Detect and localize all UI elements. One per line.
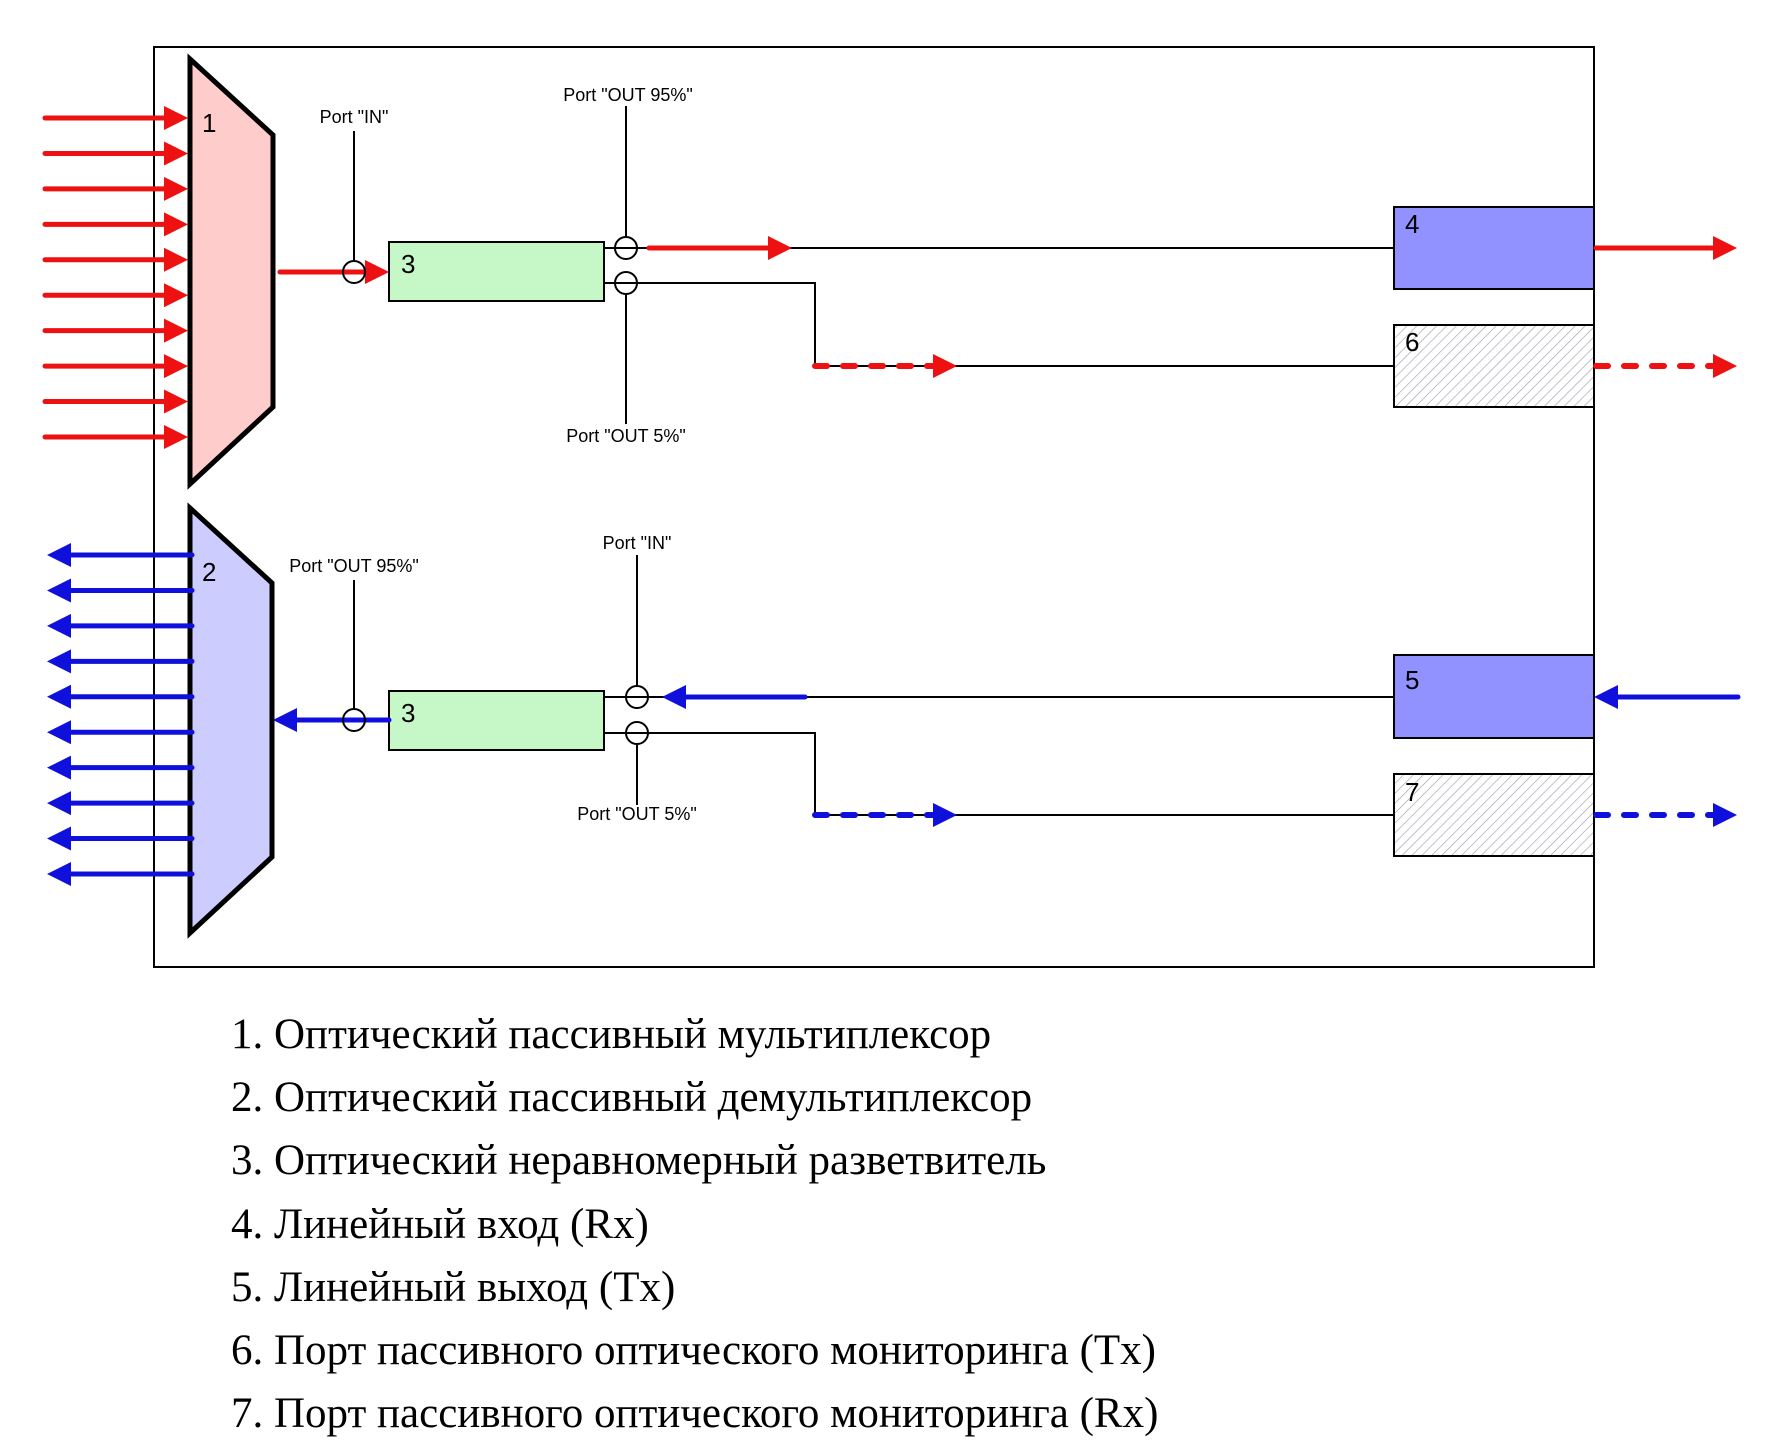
mux-input-channel-arrowhead [164,425,188,449]
demux-output-channel-arrowhead [47,755,71,780]
mux-input-channel-arrowhead [164,141,188,166]
rx-splitter-label: 3 [401,698,415,728]
demux-output-channel-arrowhead [47,826,71,851]
monitor-rx-port [1393,773,1595,857]
mux-input-channel-arrowhead [164,283,188,308]
demux-output-channel-arrowhead [47,684,71,709]
monitor-tx-port [1393,324,1595,408]
rx-port-in-label: Port "IN" [603,533,672,553]
demux-output-channel-arrowhead [47,543,71,567]
legend-item: 5. Линейный выход (Tx) [231,1263,676,1311]
line-in-label: 4 [1405,209,1419,239]
mux-input-channel-arrowhead [164,318,188,343]
rx-splitter-tap-out-arrowhead [933,803,957,827]
legend-item: 4. Линейный вход (Rx) [231,1200,649,1248]
rx-splitter-to-demux-arrowhead [273,708,297,732]
tx-port-out5-label: Port "OUT 5%" [566,426,685,446]
mux-input-channel-arrowhead [164,176,188,201]
demux-output-channel-arrowhead [47,613,71,638]
rx-splitter-out95-port [342,708,366,732]
demux-output-channel-arrowhead [47,649,71,674]
demux-label: 2 [202,557,216,587]
optical-module-diagram: 1 2 3 3 4 6 5 7 Port "IN" Port "OUT 95%"… [42,46,1741,968]
mux-input-channel-arrowhead [164,354,188,379]
monitor-rx-label: 7 [1405,777,1419,807]
monitor-rx-out-arrowhead [1713,803,1737,827]
tx-splitter-label: 3 [401,249,415,279]
mux-input-channel-arrowhead [164,106,188,130]
port-connectors [342,236,649,745]
line-out-port [1393,654,1595,739]
tx-splitter-out95-port [614,236,638,260]
splitter-main-out-arrowhead [768,236,792,260]
splitter-tap-out-arrowhead [933,354,957,378]
line-in-out-arrowhead [1713,236,1737,260]
demux-output-channel-arrowhead [47,791,71,816]
tx-port-out95-label: Port "OUT 95%" [563,85,693,105]
signal-arrows [42,106,1741,886]
rx-splitter-in-port [625,685,649,709]
to-rx-splitter-arrowhead [662,685,686,709]
legend-item: 2. Оптический пассивный демультиплексор [231,1074,1033,1122]
line-out-in-arrowhead [1594,685,1618,709]
mux-input-channel-arrowhead [164,389,188,414]
tx-port-in-label: Port "IN" [320,107,389,127]
demux-output-channel-arrowhead [47,862,71,886]
tx-splitter-in-port [342,260,366,284]
line-out-label: 5 [1405,665,1419,695]
mux-to-splitter-arrowhead [365,260,389,284]
multiplexor [187,53,276,490]
monitor-tx-label: 6 [1405,327,1419,357]
legend-item: 6. Порт пассивного оптического мониторин… [231,1327,1157,1375]
mux-input-channel-arrowhead [164,247,188,272]
rx-port-out95-label: Port "OUT 95%" [289,556,419,576]
legend: 1. Оптический пассивный мультиплексор 2.… [231,1003,1158,1445]
legend-item: 7. Порт пассивного оптического мониторин… [231,1390,1159,1438]
demux-output-channel-arrowhead [47,720,71,745]
demultiplexor [187,502,275,939]
fiber-splitter2-tap-to-monitor-rx [604,732,1394,816]
tx-splitter-out5-port [614,271,638,295]
monitor-tx-out-arrowhead [1713,354,1737,378]
rx-splitter [388,690,605,751]
legend-item: 1. Оптический пассивный мультиплексор [231,1011,992,1058]
rx-splitter-out5-port [625,721,649,745]
mux-label: 1 [202,108,216,138]
line-in-port [1393,206,1595,290]
module-enclosure [153,46,1595,968]
legend-item: 3. Оптический неравномерный разветвитель [231,1137,1047,1185]
mux-input-channel-arrowhead [164,212,188,237]
fiber-splitter1-tap-to-monitor-tx [604,282,1394,367]
demux-output-channel-arrowhead [47,578,71,603]
rx-port-out5-label: Port "OUT 5%" [577,804,696,824]
tx-splitter [388,241,605,302]
